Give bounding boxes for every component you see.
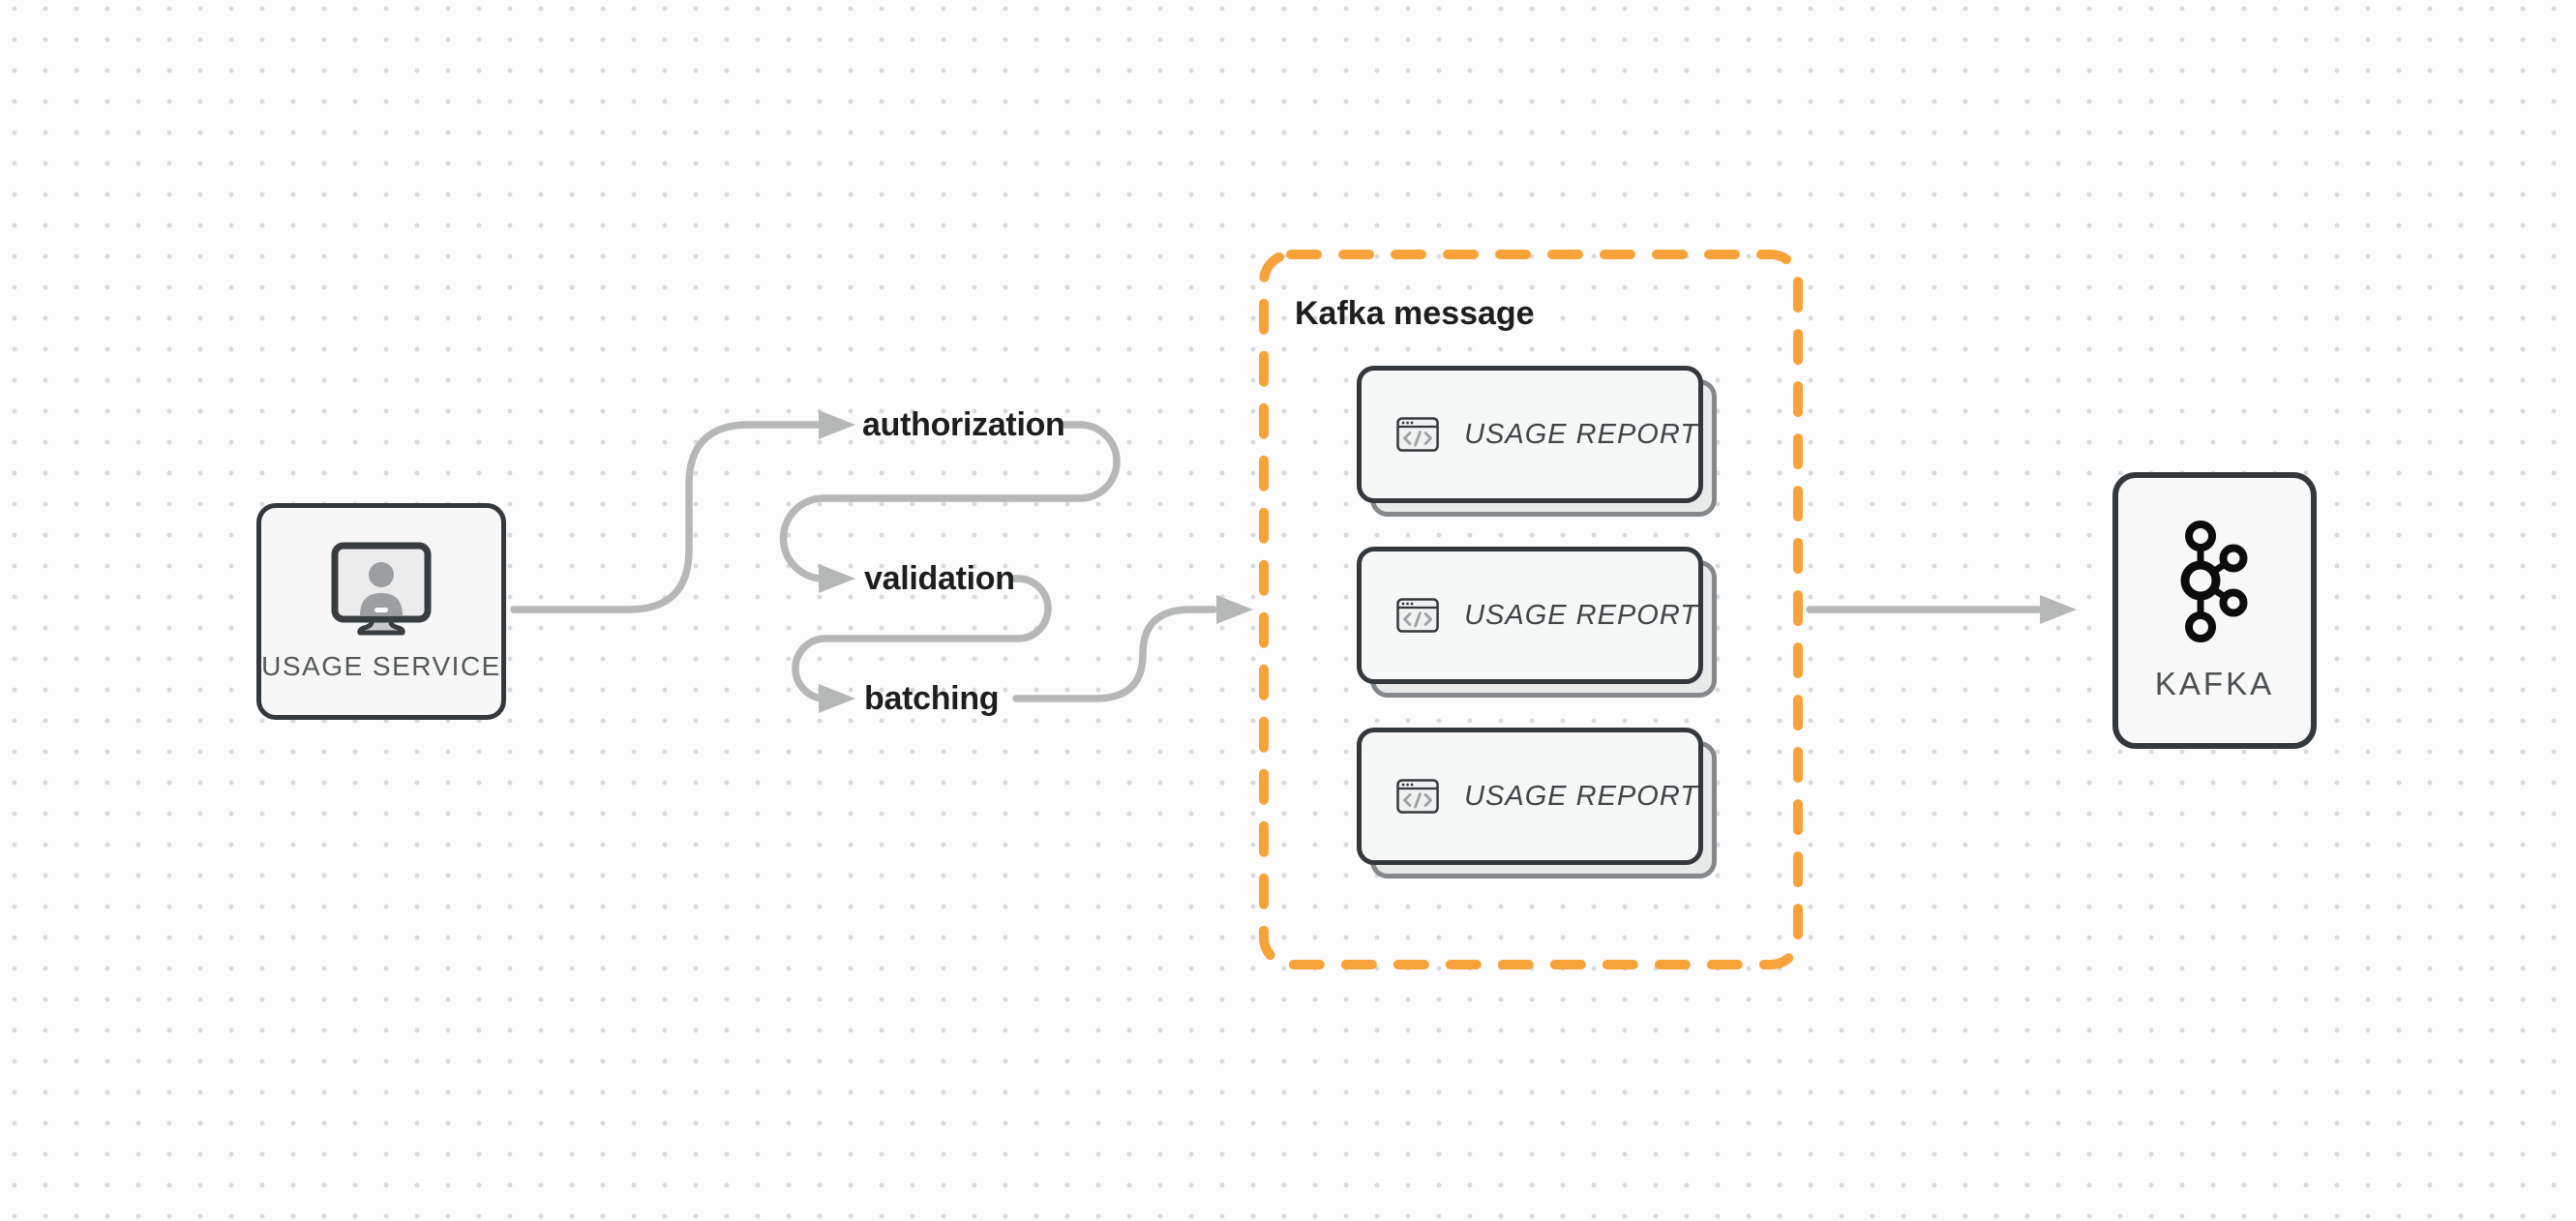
usage-service-node: USAGE SERVICE [256,503,506,720]
usage-report-label: USAGE REPORT [1464,418,1698,450]
connector-validation-to-batching [792,575,1052,702]
code-window-icon [1396,779,1439,814]
kafka-message-group-border [1259,250,1803,969]
connector-source-to-authorization [510,421,822,613]
step-label-authorization: authorization [862,406,1065,443]
code-window-icon [1396,417,1439,452]
usage-report-card-front: USAGE REPORT [1357,728,1703,865]
kafka-label: KAFKA [2154,666,2275,701]
kafka-message-group-title: Kafka message [1295,295,1535,332]
arrowhead-batching [819,684,855,713]
code-window-icon [1396,598,1439,633]
monitor-user-icon [331,542,432,635]
arrowhead-authorization [819,410,855,439]
kafka-logo-icon [2180,521,2247,642]
usage-report-card: USAGE REPORT [1357,547,1717,698]
usage-report-card: USAGE REPORT [1357,366,1717,517]
kafka-node: KAFKA [2112,472,2317,749]
usage-report-label: USAGE REPORT [1464,599,1698,631]
usage-report-card: USAGE REPORT [1357,728,1717,879]
usage-report-card-front: USAGE REPORT [1357,366,1703,503]
arrowhead-validation [819,564,855,593]
arrowhead-group-entry [1216,595,1253,624]
connector-authorization-to-validation [779,421,1121,582]
step-label-validation: validation [864,560,1015,597]
usage-report-card-front: USAGE REPORT [1357,547,1703,684]
usage-service-label: USAGE SERVICE [261,650,501,681]
usage-report-label: USAGE REPORT [1464,780,1698,812]
step-label-batching: batching [864,680,1000,717]
connector-batching-to-group [1012,606,1217,702]
arrowhead-kafka-entry [2040,595,2077,624]
